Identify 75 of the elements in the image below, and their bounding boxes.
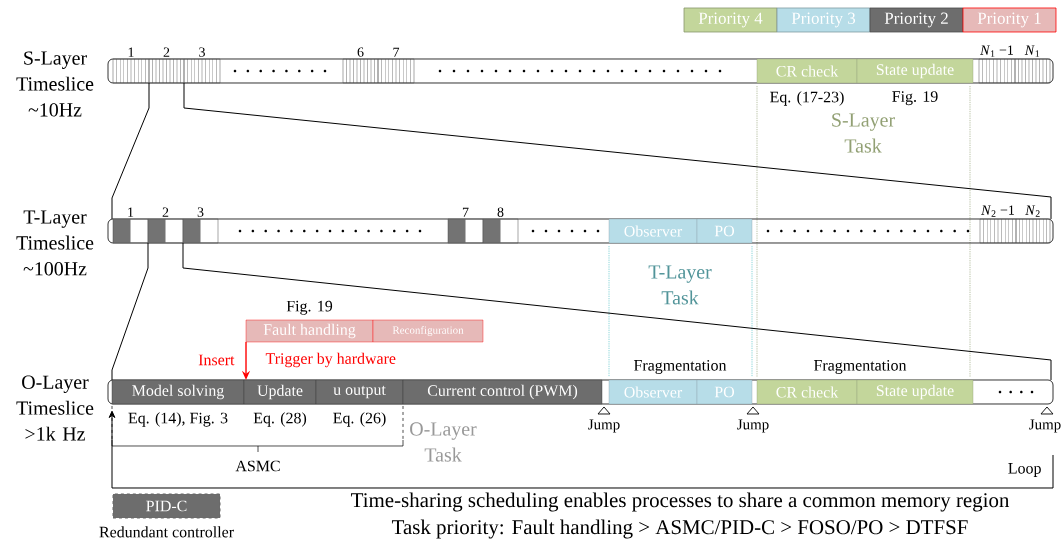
controller-box: PID-C bbox=[112, 493, 221, 519]
slice-number: 1 bbox=[128, 47, 134, 57]
time-slice bbox=[147, 218, 184, 244]
slice-number: 2 bbox=[162, 207, 169, 217]
task-box: CR check bbox=[756, 379, 858, 405]
task-box: Fault handling bbox=[245, 319, 374, 343]
jump-label: Jump bbox=[588, 419, 620, 433]
annotation: Fragmentation bbox=[634, 360, 727, 374]
task-label: T-Layer Task bbox=[648, 265, 712, 305]
hatched-slice bbox=[342, 58, 379, 84]
hatched-slice bbox=[148, 58, 185, 84]
slice-number: 1 bbox=[128, 207, 134, 217]
task-box: State update bbox=[856, 58, 974, 84]
task-label: O-Layer Task bbox=[410, 422, 477, 462]
annotation: ASMC bbox=[235, 460, 280, 472]
node-caption: Redundant controller bbox=[99, 526, 234, 538]
task-label: S-Layer Task bbox=[832, 113, 895, 153]
slice-number: N$_{2}$ −1 bbox=[981, 205, 1014, 217]
task-box: PO bbox=[696, 218, 753, 244]
slice-number: 6 bbox=[357, 47, 364, 57]
task-box: Reconfiguration bbox=[372, 319, 484, 343]
slice-number: N$_{1}$ bbox=[1024, 45, 1040, 57]
edge-label: Loop bbox=[1008, 463, 1041, 477]
arrow bbox=[108, 410, 1054, 489]
slice-number: N$_{2}$ bbox=[1025, 205, 1040, 217]
time-slice bbox=[182, 218, 219, 244]
hatched-slice bbox=[112, 58, 150, 84]
slice-number: 7 bbox=[393, 47, 400, 57]
layer-label: O-Layer Timeslice >1k Hz bbox=[16, 375, 94, 441]
annotation: Trigger by hardware bbox=[265, 352, 396, 368]
task-box: CR check bbox=[756, 58, 858, 84]
hatched-slice bbox=[377, 58, 415, 84]
slice-number: 3 bbox=[199, 47, 205, 57]
figure-reference: Fig. 19 bbox=[286, 300, 333, 315]
legend-label: Priority 2 bbox=[884, 12, 948, 28]
equation-reference: Eq. (17-23) bbox=[770, 91, 844, 106]
equation-reference: Fig. 19 bbox=[892, 91, 938, 106]
slice-number: 8 bbox=[497, 207, 504, 217]
slice-number: 3 bbox=[197, 207, 204, 217]
task-box: PO bbox=[696, 379, 753, 405]
hatched-slice bbox=[183, 58, 221, 84]
slice-number: 2 bbox=[163, 47, 170, 57]
equation-reference: Eq. (26) bbox=[333, 412, 386, 427]
layer-label: S-Layer Timeslice ~10Hz bbox=[16, 51, 94, 117]
legend-label: Priority 4 bbox=[698, 12, 763, 28]
equation-reference: Eq. (14), Fig. 3 bbox=[128, 412, 228, 427]
hatched-slice bbox=[979, 218, 1017, 244]
task-box: Observer bbox=[608, 218, 698, 244]
hatched-slice bbox=[1015, 218, 1051, 244]
legend-label: Priority 1 bbox=[977, 12, 1041, 28]
jump-label: Jump bbox=[1029, 419, 1061, 433]
time-slice bbox=[112, 218, 149, 244]
equation-reference: Eq. (28) bbox=[253, 412, 307, 427]
layer-label: T-Layer Timeslice ~100Hz bbox=[16, 210, 94, 276]
task-box: State update bbox=[856, 379, 974, 405]
time-slice bbox=[447, 218, 484, 244]
task-box: u output bbox=[315, 379, 404, 405]
slice-number: 7 bbox=[462, 207, 469, 217]
zoom-line bbox=[182, 242, 1052, 381]
slice-number: N$_{1}$ −1 bbox=[980, 45, 1013, 57]
hatched-slice bbox=[978, 58, 1016, 84]
edge-label: Insert bbox=[198, 354, 235, 366]
legend-label: Priority 3 bbox=[791, 12, 856, 28]
zoom-line bbox=[111, 82, 150, 220]
note: Task priority: Fault handling > ASMC/PID-C > FOSO/PO > DTFSF bbox=[392, 519, 968, 539]
zoom-line bbox=[183, 82, 1052, 220]
note: Time-sharing scheduling enables processes to share a common memory region bbox=[351, 492, 1010, 512]
task-box: Update bbox=[243, 379, 317, 405]
jump-label: Jump bbox=[737, 419, 769, 433]
task-box: Observer bbox=[608, 379, 698, 405]
zoom-line bbox=[111, 242, 149, 381]
task-box: Model solving bbox=[111, 379, 245, 405]
hatched-slice bbox=[1014, 58, 1051, 84]
annotation: Fragmentation bbox=[813, 360, 907, 374]
time-slice bbox=[482, 218, 519, 244]
